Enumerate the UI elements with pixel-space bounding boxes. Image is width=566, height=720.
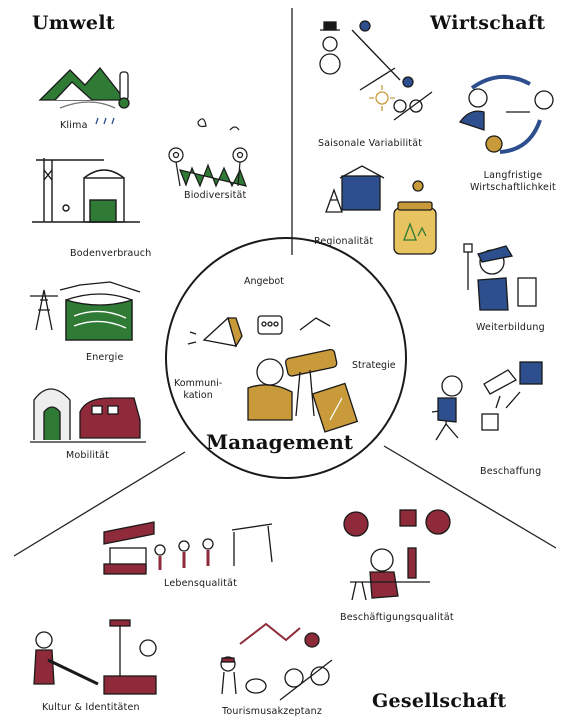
- label-langfristige-wirtschaftlichkeit: Langfristige Wirtschaftlichkeit: [470, 170, 556, 193]
- procurement-icon: [431, 361, 543, 441]
- acceptance-icon: [220, 622, 333, 701]
- section-heading-wirtschaft: Wirtschaft: [430, 12, 546, 34]
- climate-icon: [38, 66, 130, 125]
- management-illustration: [187, 315, 359, 433]
- training-icon: [463, 243, 537, 311]
- divider-right: [383, 445, 557, 549]
- land-use-icon: [32, 158, 140, 223]
- label-kultur-identitaeten: Kultur & Identitäten: [42, 702, 140, 713]
- label-angebot: Angebot: [244, 276, 284, 287]
- label-kommunikation: Kommuni- kation: [174, 378, 223, 401]
- label-tourismusakzeptanz: Tourismusakzeptanz: [222, 706, 323, 717]
- label-weiterbildung: Weiterbildung: [476, 322, 545, 333]
- biodiversity-icon: [168, 118, 248, 188]
- label-energie: Energie: [86, 352, 124, 363]
- label-lebensqualitaet: Lebensqualität: [164, 578, 238, 589]
- employment-quality-icon: [343, 509, 451, 601]
- divider-left: [13, 451, 186, 557]
- label-bodenverbrauch: Bodenverbrauch: [70, 248, 152, 259]
- section-heading-umwelt: Umwelt: [32, 12, 115, 34]
- mobility-icon: [30, 388, 146, 443]
- label-beschaffung: Beschaffung: [480, 466, 542, 477]
- label-beschaeftigungsqualitaet: Beschäftigungsqualität: [340, 612, 454, 623]
- quality-of-life-icon: [103, 521, 273, 575]
- culture-icon: [33, 619, 157, 695]
- label-strategie: Strategie: [352, 360, 396, 371]
- label-regionalitaet: Regionalität: [314, 236, 374, 247]
- management-circle: [165, 237, 407, 479]
- label-mobilitaet: Mobilität: [66, 450, 110, 461]
- section-heading-gesellschaft: Gesellschaft: [372, 690, 507, 712]
- management-title: Management: [206, 430, 353, 454]
- regionality-icon: [325, 165, 437, 255]
- energy-icon: [30, 281, 141, 341]
- label-klima: Klima: [60, 120, 88, 131]
- seasonality-icon: [319, 20, 433, 121]
- label-saisonale-variabilitaet: Saisonale Variabilität: [318, 138, 423, 149]
- section-dividers: [13, 8, 557, 557]
- profitability-icon: [458, 74, 554, 154]
- label-biodiversitaet: Biodiversität: [184, 190, 247, 201]
